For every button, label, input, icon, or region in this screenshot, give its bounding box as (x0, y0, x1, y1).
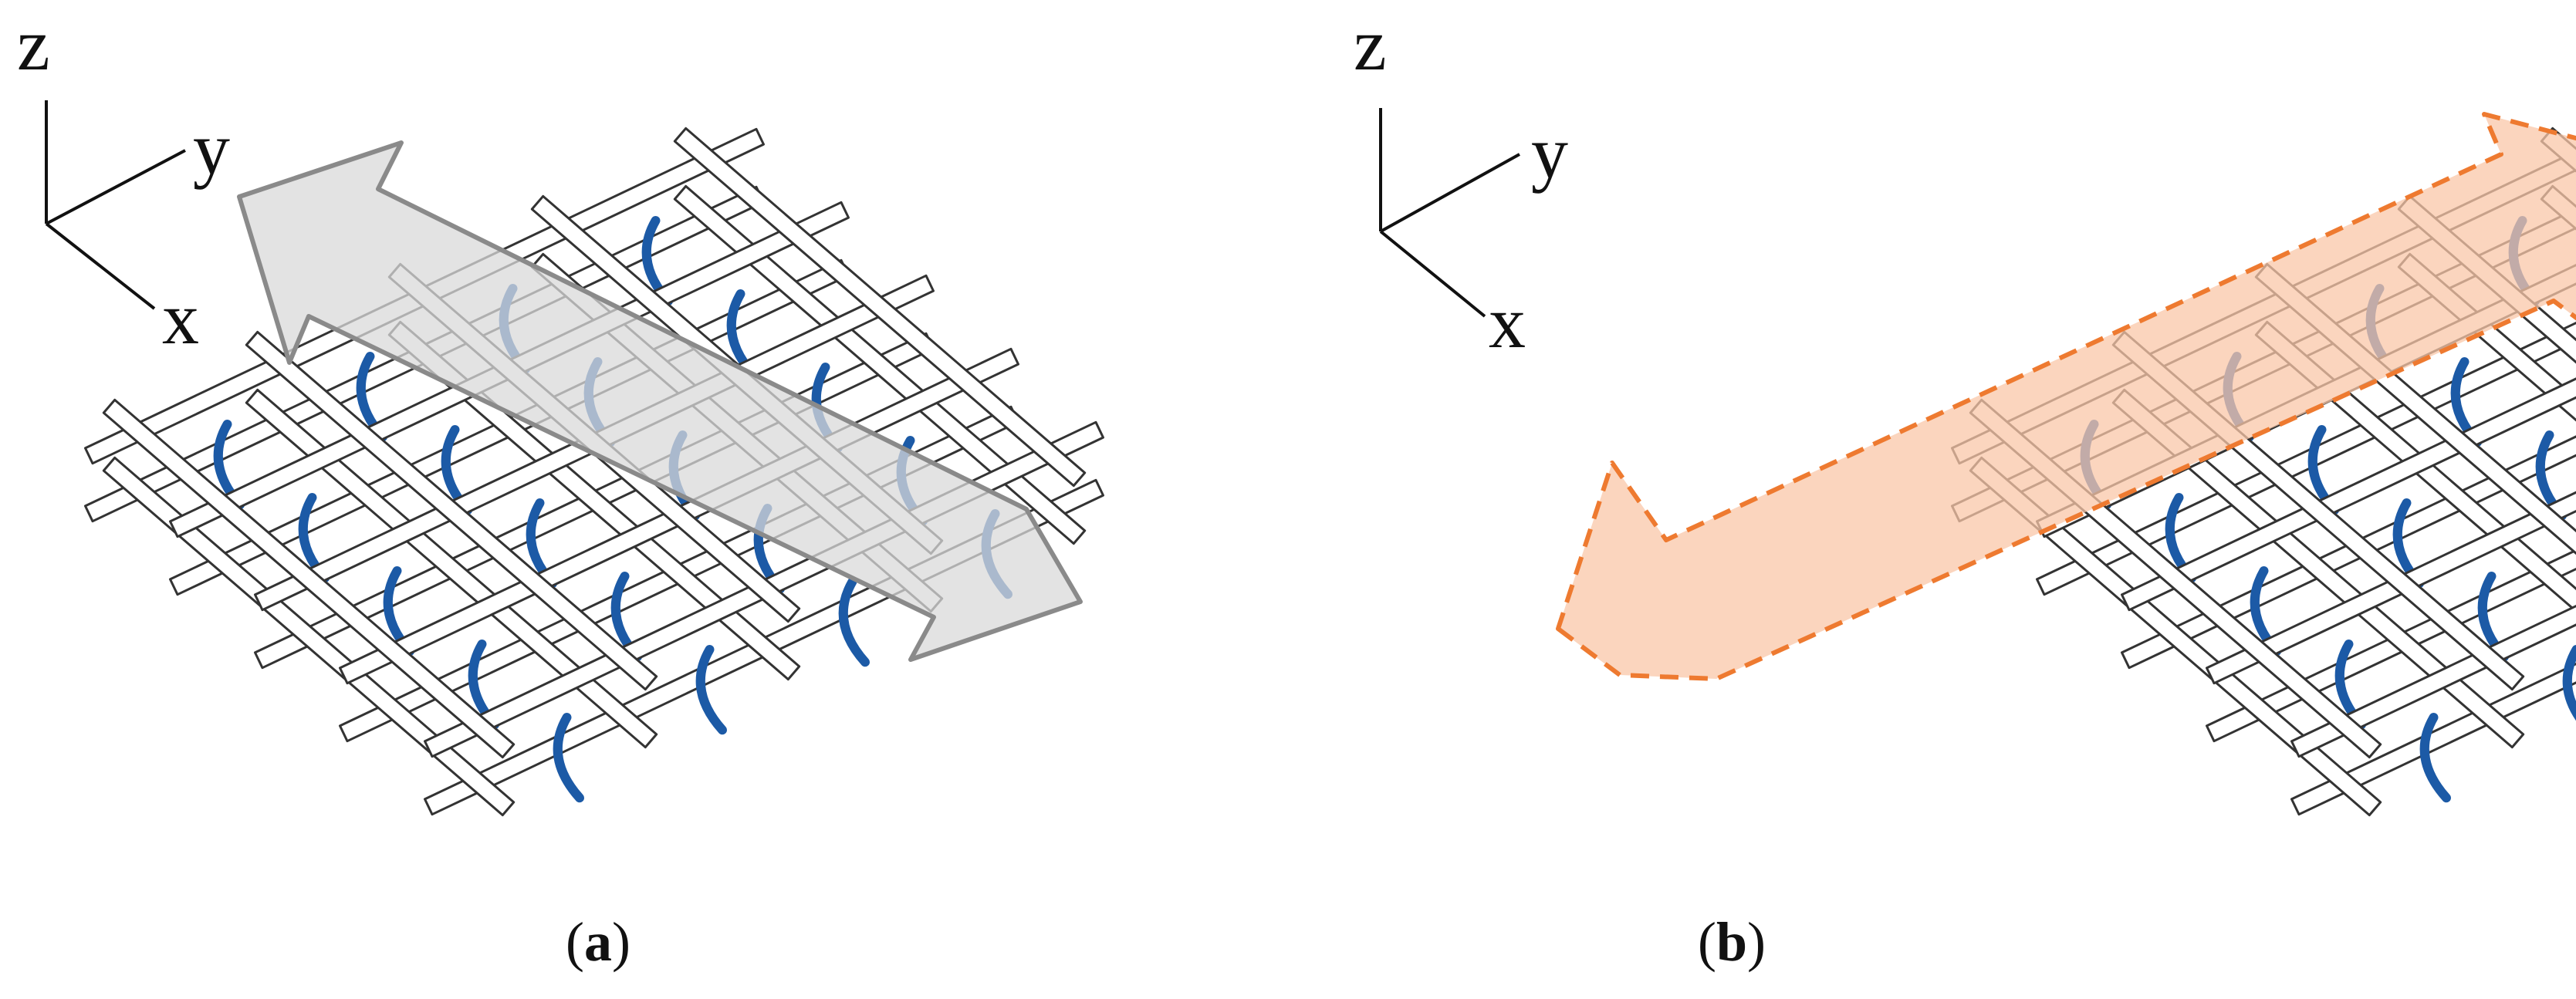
spiral-connector (2419, 713, 2451, 803)
panel-b: z y x (b) (1288, 0, 2576, 999)
spiral-connector (695, 645, 727, 735)
rebar-bottom-y (673, 184, 1087, 545)
spiral-connector (838, 577, 870, 667)
rebar-top-y (245, 330, 658, 691)
rebar-top-y (102, 398, 516, 759)
axis-x-label-a: x (162, 277, 199, 359)
diagram-b (1379, 108, 2576, 817)
caption-b: (b) (1697, 911, 1766, 973)
rebar-bottom-x (2290, 662, 2576, 816)
load-arrow-a (237, 140, 1083, 662)
rebar-top-y (673, 127, 1087, 488)
spiral-connector (2562, 645, 2576, 721)
rebar-top-x (2206, 491, 2576, 685)
caption-a: (a) (566, 911, 630, 973)
load-arrow-b (1556, 112, 2576, 681)
spiral-connector (553, 713, 584, 803)
rebar-top-x (2290, 604, 2576, 758)
axis-z-label-b: z (1354, 3, 1387, 86)
rebar-bottom-y (102, 456, 516, 817)
axis-y-label-b: y (1531, 111, 1568, 194)
axis-y-label-a: y (193, 107, 230, 190)
diagram-a (45, 100, 1104, 817)
axis-x-label-b: x (1489, 281, 1526, 363)
axis-z-label-a: z (17, 3, 50, 86)
axes-triad-a (45, 100, 186, 310)
rebar-bottom-y (245, 388, 658, 749)
panel-a: z y x (a) (17, 3, 1104, 973)
axes-triad-b (1379, 108, 1520, 318)
